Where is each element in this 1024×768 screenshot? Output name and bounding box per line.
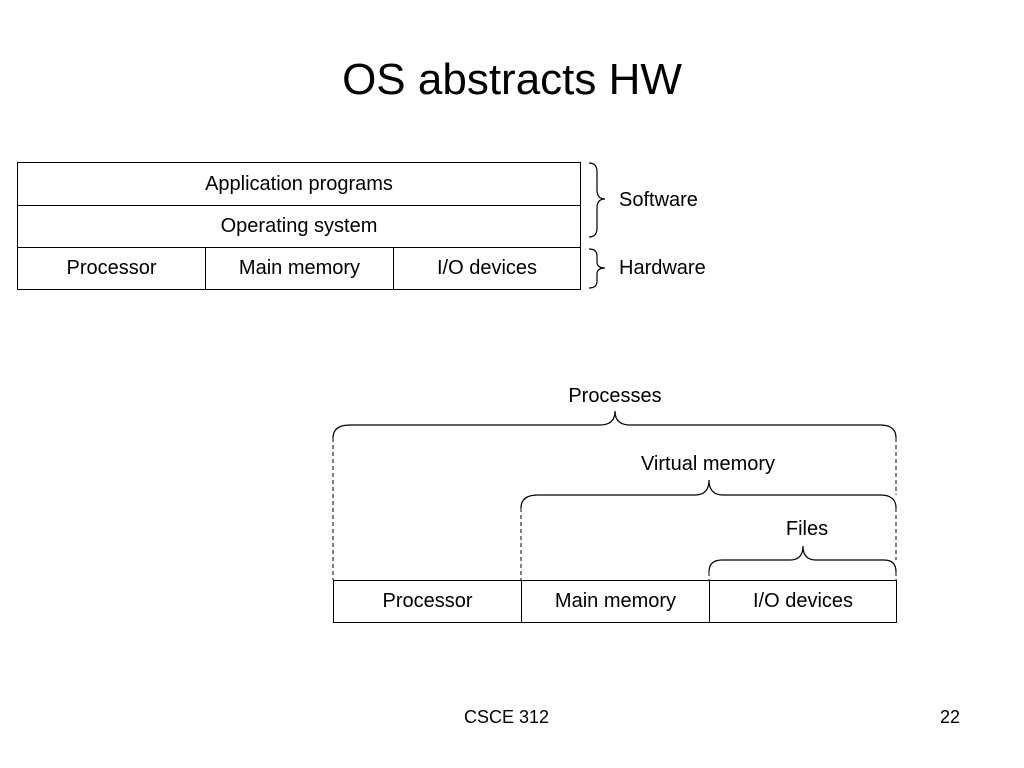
processes-brace [332, 410, 897, 439]
slide-title: OS abstracts HW [342, 55, 682, 104]
hardware-brace [588, 248, 606, 289]
abstraction-processor-cell: Processor [333, 580, 522, 623]
io-devices-label: I/O devices [436, 257, 538, 279]
software-label: Software [619, 189, 698, 211]
files-brace [708, 545, 897, 573]
abstraction-io-devices-cell: I/O devices [709, 580, 897, 623]
files-label: Files [785, 518, 829, 540]
virtual-memory-brace [520, 479, 897, 509]
main-memory-label: Main memory [238, 257, 361, 279]
abstraction-main-memory-label: Main memory [554, 590, 677, 612]
processor-cell: Processor [17, 247, 206, 290]
software-brace [588, 162, 606, 238]
main-memory-cell: Main memory [205, 247, 394, 290]
footer-course: CSCE 312 [464, 707, 550, 727]
application-programs-layer: Application programs [17, 162, 581, 206]
operating-system-label: Operating system [220, 215, 378, 237]
operating-system-layer: Operating system [17, 205, 581, 248]
processor-label: Processor [66, 257, 157, 279]
hardware-label: Hardware [619, 257, 706, 279]
application-programs-label: Application programs [205, 172, 393, 195]
abstraction-io-devices-label: I/O devices [752, 590, 854, 612]
processes-label: Processes [568, 385, 662, 407]
virtual-memory-label: Virtual memory [640, 453, 776, 475]
io-devices-cell: I/O devices [393, 247, 581, 290]
abstraction-processor-label: Processor [382, 590, 473, 612]
footer-page-number: 22 [940, 707, 961, 727]
abstraction-main-memory-cell: Main memory [521, 580, 710, 623]
